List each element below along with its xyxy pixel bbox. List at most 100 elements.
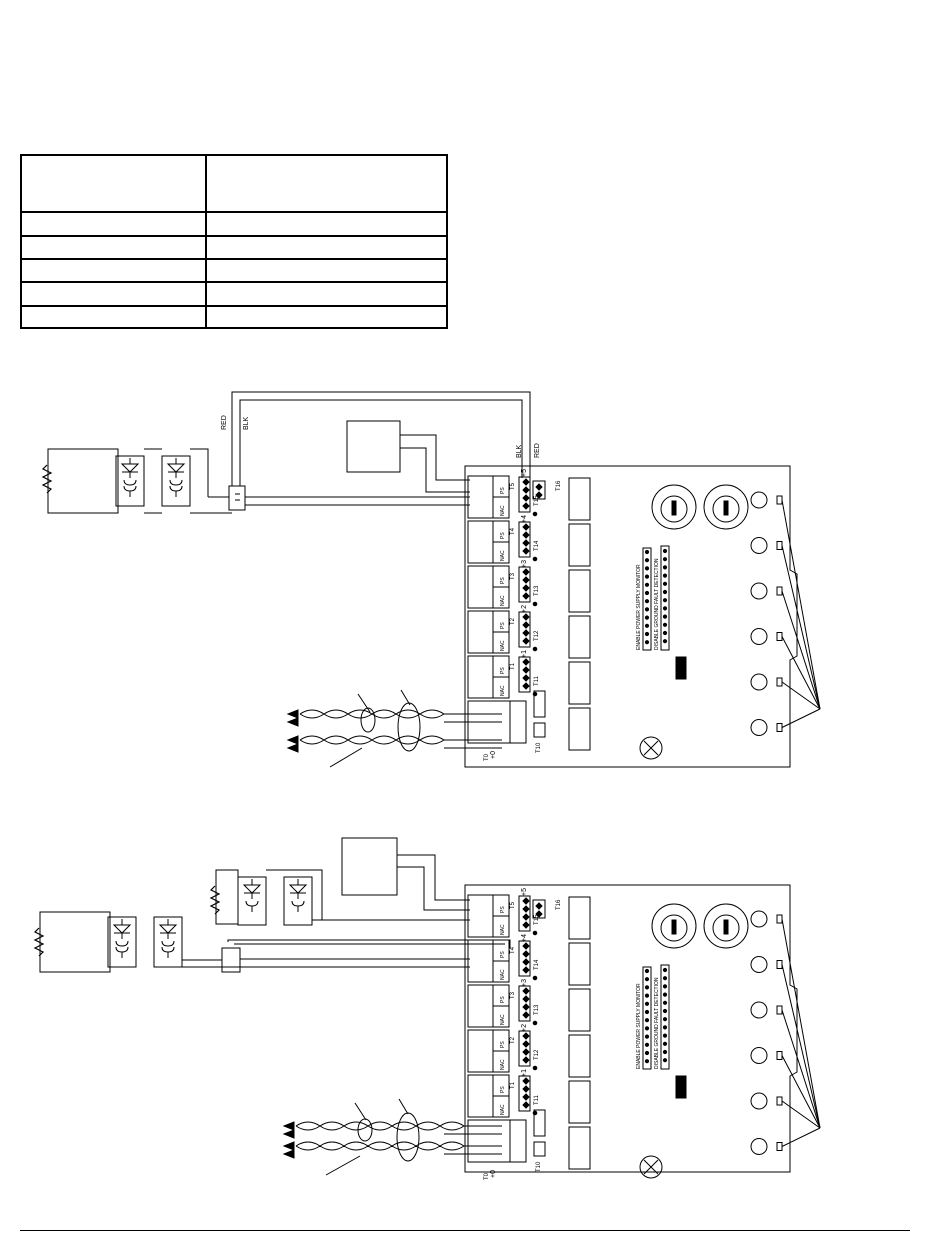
connector-pin: [522, 494, 530, 502]
ps-label: PS: [500, 906, 506, 913]
label-red-board: RED: [534, 443, 541, 458]
module-slot: [568, 615, 591, 659]
rotary-switch: [703, 484, 749, 530]
test-point: [532, 975, 538, 981]
dip-contact: [662, 589, 668, 595]
dip-contact: [662, 639, 668, 644]
dip-contact: [662, 1058, 668, 1063]
dip-contact: [662, 1049, 668, 1055]
dip-contact: [662, 1025, 668, 1030]
wire-blk: [239, 399, 523, 486]
connector-pin: [522, 987, 530, 995]
eol-resistor-3: [209, 869, 239, 925]
dip-contact: [662, 630, 668, 636]
terminal-label-t10: T10: [536, 742, 542, 753]
terminal-label-t5: T5: [510, 482, 516, 490]
dip-switch-bank: [660, 964, 670, 1070]
dip-contact: [662, 1017, 668, 1022]
fuse-holder: [639, 736, 663, 760]
dip-contact: [644, 566, 650, 571]
ps-label: PS: [500, 532, 506, 539]
connector-pin: [522, 905, 530, 913]
fuse-mark: [643, 1159, 659, 1175]
connector-pin: [522, 958, 530, 966]
dip-contact: [644, 1050, 650, 1056]
module-slot: [568, 988, 591, 1032]
connector-pin: [522, 966, 530, 974]
diode-module-1a: [115, 455, 145, 507]
dip-contact: [644, 549, 650, 555]
switch-label-power-monitor: ENABLE POWER SUPPLY MONITOR: [636, 983, 642, 1069]
connector-pin: [522, 1093, 530, 1101]
led-marker: [776, 1051, 783, 1060]
terminal-label-t12: T12: [534, 630, 540, 641]
dip-contact: [662, 622, 668, 627]
dip-contact: [662, 984, 668, 989]
rotary-switch: [703, 903, 749, 949]
dip-contact: [644, 968, 650, 974]
led-leader-line: [781, 708, 821, 728]
fuse-holder: [639, 1155, 663, 1179]
connector-pin: [522, 539, 530, 547]
dip-contact: [644, 977, 650, 982]
table-column-divider: [205, 156, 207, 327]
dip-contact: [662, 1000, 668, 1005]
module-slot: [568, 1080, 591, 1124]
module-slot: [568, 569, 591, 613]
connector-pin: [535, 483, 543, 499]
led-indicator: [750, 491, 768, 509]
dip-contact: [644, 623, 650, 628]
led-leader-line: [781, 1055, 821, 1129]
table-row: [22, 211, 446, 213]
rotary-switch: [651, 903, 697, 949]
input-terminal-strip: [509, 1119, 527, 1163]
connector-pin: [522, 1003, 530, 1011]
nac-block: [467, 520, 494, 564]
terminal-label-t4: T4: [510, 946, 516, 954]
terminal-label-t15: T15: [534, 914, 540, 925]
terminal-label-t5: T5: [510, 901, 516, 909]
connector-pin: [522, 942, 530, 950]
polarity-label: +5: [521, 888, 528, 896]
connector-pin: [522, 547, 530, 555]
terminal-label-t16: T16: [556, 899, 562, 910]
dip-contact: [662, 565, 668, 570]
dip-contact: [662, 598, 668, 603]
connector-pin: [522, 921, 530, 929]
connector-header: [532, 899, 546, 919]
connector-pin: [522, 613, 530, 621]
nac-label: NAC: [500, 969, 506, 980]
label-blk: BLK: [243, 416, 250, 430]
led-marker: [776, 586, 783, 596]
led-indicator: [750, 910, 768, 928]
relay-wiring-2: [227, 939, 511, 960]
polarity-label: +3: [521, 979, 528, 987]
spec-table: [20, 154, 448, 329]
connector-header: [518, 940, 531, 977]
led-leader-line: [781, 1100, 821, 1129]
connector-pin: [522, 621, 530, 629]
dip-contact: [644, 993, 650, 998]
connector-pin: [522, 568, 530, 576]
twisted-pair-2: [282, 1098, 502, 1176]
nac-label: NAC: [500, 550, 506, 561]
connector-header: [518, 895, 531, 932]
relay-contacts: [235, 493, 240, 501]
input-terminal-strip: [509, 700, 527, 744]
rotary-switch-pointer: [723, 919, 729, 935]
module-slot: [568, 1126, 591, 1170]
led-leader-line: [781, 545, 821, 710]
terminal-label-t0: T0: [484, 753, 490, 761]
led-indicator: [750, 628, 768, 645]
dip-contact: [644, 1042, 650, 1047]
led-leader-line: [781, 590, 821, 710]
terminal-label-t4: T4: [510, 527, 516, 535]
terminal-label-t13: T13: [534, 1004, 540, 1015]
led-marker: [776, 914, 783, 924]
nac-block: [467, 610, 494, 654]
dip-contact: [662, 548, 668, 554]
dip-switch-bank: [660, 545, 670, 651]
led-indicator: [750, 1092, 768, 1110]
connector-pin: [522, 682, 530, 690]
led-indicator: [750, 956, 768, 973]
